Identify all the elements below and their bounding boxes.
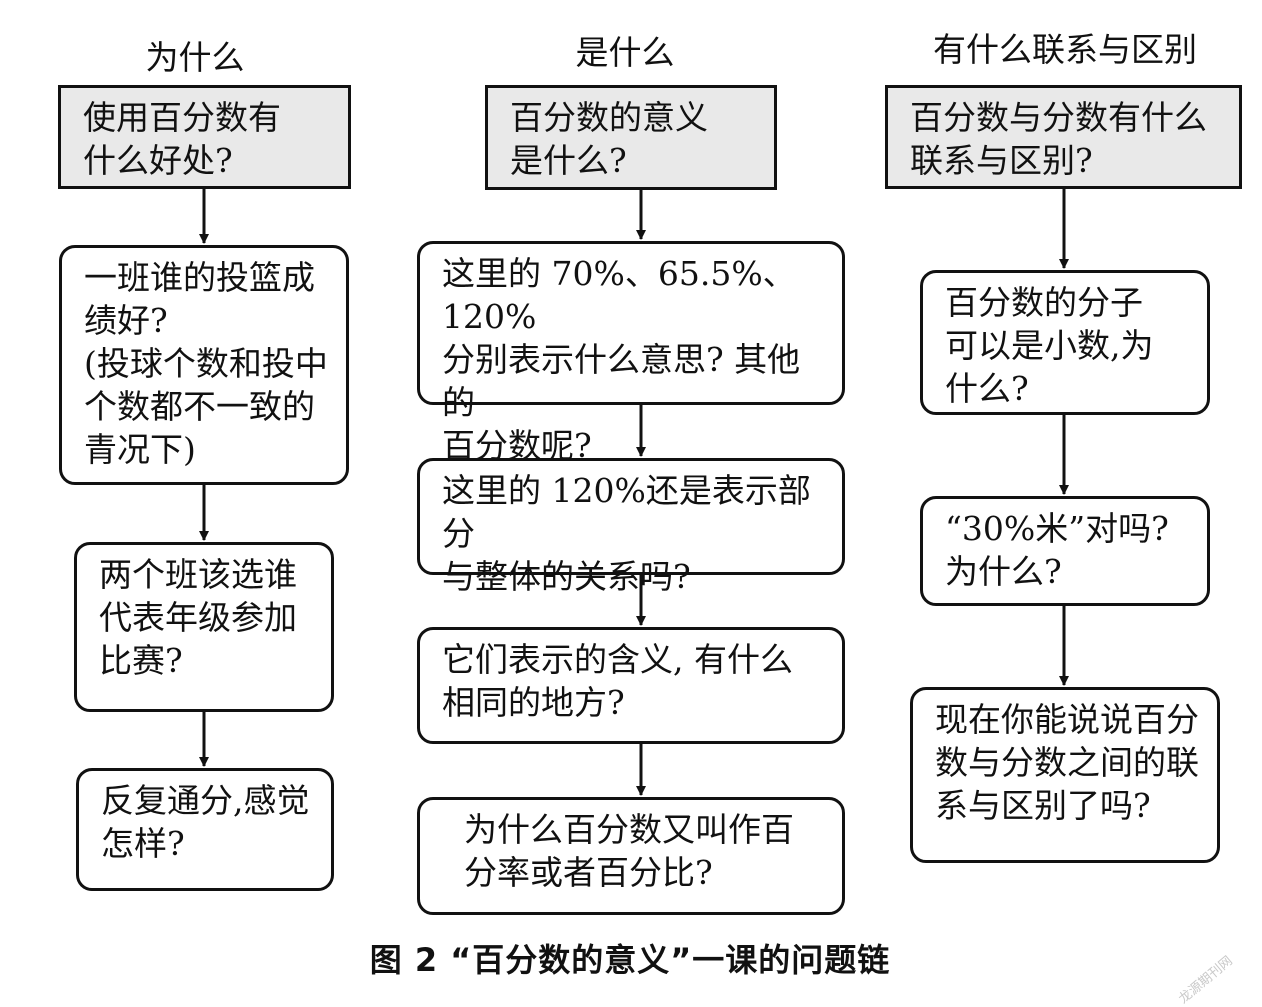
heading-relation: 有什么联系与区别 <box>933 30 1197 69</box>
node-what-2: 这里的 70%、65.5%、120% 分别表示什么意思? 其他的 百分数呢? <box>417 241 845 465</box>
node-what-5-text: 为什么百分数又叫作百 分率或者百分比? <box>464 810 794 892</box>
node-why-3: 两个班该选谁 代表年级参加 比赛? <box>74 542 334 712</box>
node-what-4: 它们表示的含义, 有什么 相同的地方? <box>417 627 845 744</box>
node-why-1-text: 使用百分数有 什么好处? <box>83 98 281 180</box>
node-relation-1-text: 百分数与分数有什么 联系与区别? <box>910 98 1207 180</box>
node-relation-4: 现在你能说说百分 数与分数之间的联 系与区别了吗? <box>910 687 1220 863</box>
node-relation-2-text: 百分数的分子 可以是小数,为 什么? <box>945 283 1154 408</box>
node-relation-3-text: “30%米”对吗? 为什么? <box>945 509 1169 591</box>
heading-why: 为什么 <box>145 38 245 77</box>
node-what-5: 为什么百分数又叫作百 分率或者百分比? <box>417 797 845 915</box>
node-relation-2: 百分数的分子 可以是小数,为 什么? <box>920 270 1210 415</box>
heading-what: 是什么 <box>575 33 675 72</box>
node-what-4-text: 它们表示的含义, 有什么 相同的地方? <box>442 640 793 722</box>
node-relation-3: “30%米”对吗? 为什么? <box>920 496 1210 606</box>
node-why-2-text: 一班谁的投篮成 绩好? (投球个数和投中 个数都不一致的 青况下) <box>84 258 328 469</box>
node-what-1-text: 百分数的意义 是什么? <box>510 98 708 180</box>
node-what-3: 这里的 120%还是表示部分 与整体的关系吗? <box>417 458 845 596</box>
node-what-1: 百分数的意义 是什么? <box>485 85 777 190</box>
node-relation-1: 百分数与分数有什么 联系与区别? <box>885 85 1242 189</box>
figure-caption: 图 2 “百分数的意义”一课的问题链 <box>369 941 891 979</box>
node-what-2-text: 这里的 70%、65.5%、120% 分别表示什么意思? 其他的 百分数呢? <box>442 254 801 465</box>
node-what-3-text: 这里的 120%还是表示部分 与整体的关系吗? <box>442 471 811 596</box>
node-why-4-text: 反复通分,感觉 怎样? <box>101 781 310 863</box>
node-why-2: 一班谁的投篮成 绩好? (投球个数和投中 个数都不一致的 青况下) <box>59 245 349 485</box>
node-relation-4-text: 现在你能说说百分 数与分数之间的联 系与区别了吗? <box>935 700 1199 825</box>
node-why-1: 使用百分数有 什么好处? <box>58 85 351 189</box>
node-why-3-text: 两个班该选谁 代表年级参加 比赛? <box>99 555 297 680</box>
node-why-4: 反复通分,感觉 怎样? <box>76 768 334 891</box>
